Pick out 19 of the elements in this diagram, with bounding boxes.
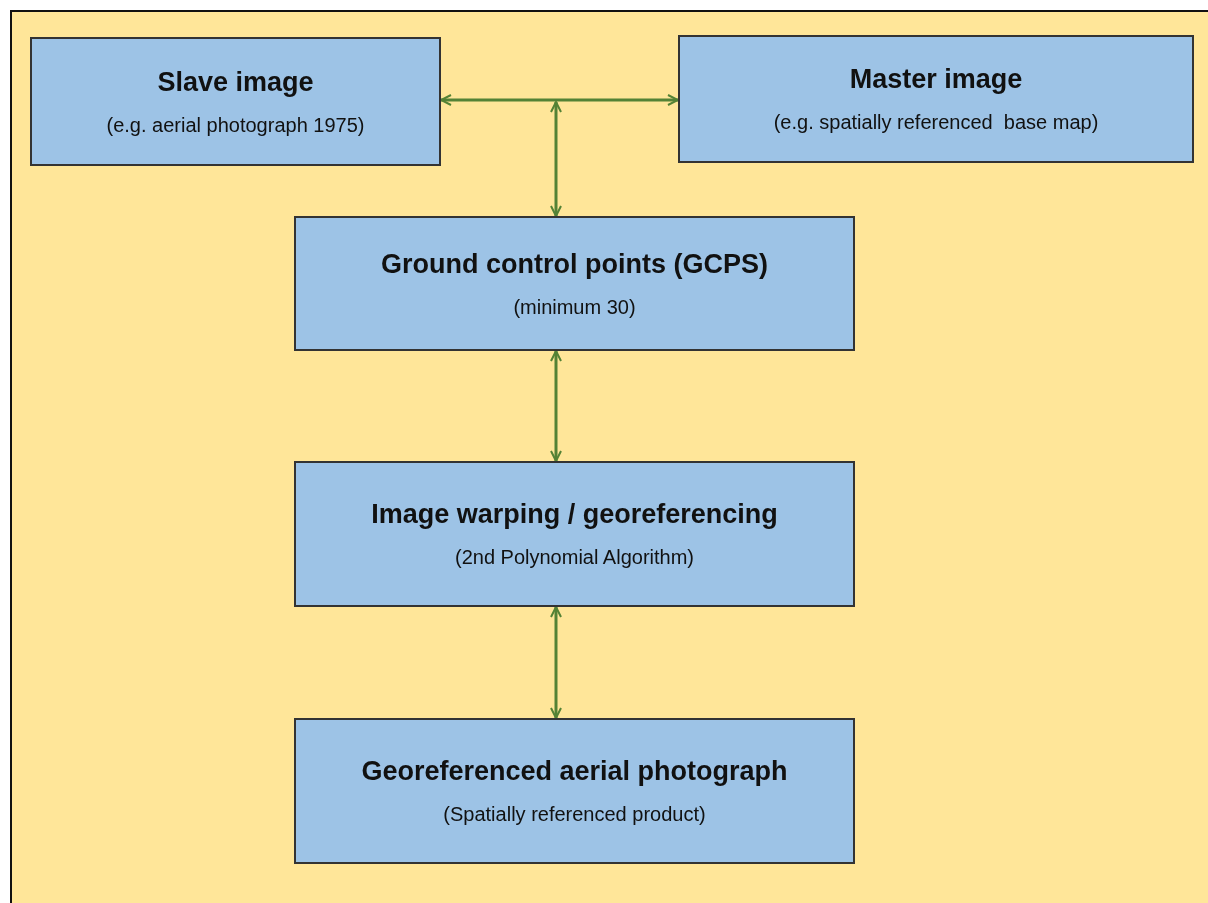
box-title: Georeferenced aerial photograph: [361, 756, 788, 787]
double-arrow: [550, 101, 562, 217]
box-subtitle: (Spatially referenced product): [443, 803, 706, 826]
double-arrow: [550, 350, 562, 462]
box-title: Ground control points (GCPS): [381, 248, 768, 280]
double-arrow: [550, 606, 562, 719]
box-subtitle: (e.g. aerial photograph 1975): [106, 113, 365, 137]
box-title: Slave image: [157, 66, 314, 98]
process-box: [678, 35, 1194, 163]
box-title: Image warping / georeferencing: [371, 499, 778, 530]
double-arrow: [440, 94, 679, 106]
process-box: [294, 216, 855, 351]
box-subtitle: (minimum 30): [513, 295, 636, 319]
box-subtitle: (e.g. spatially referenced base map): [773, 111, 1099, 134]
process-box: [294, 461, 855, 607]
box-subtitle: (2nd Polynomial Algorithm): [455, 546, 694, 569]
box-title: Master image: [849, 64, 1023, 95]
process-box: [30, 37, 441, 166]
process-box: [294, 718, 855, 864]
